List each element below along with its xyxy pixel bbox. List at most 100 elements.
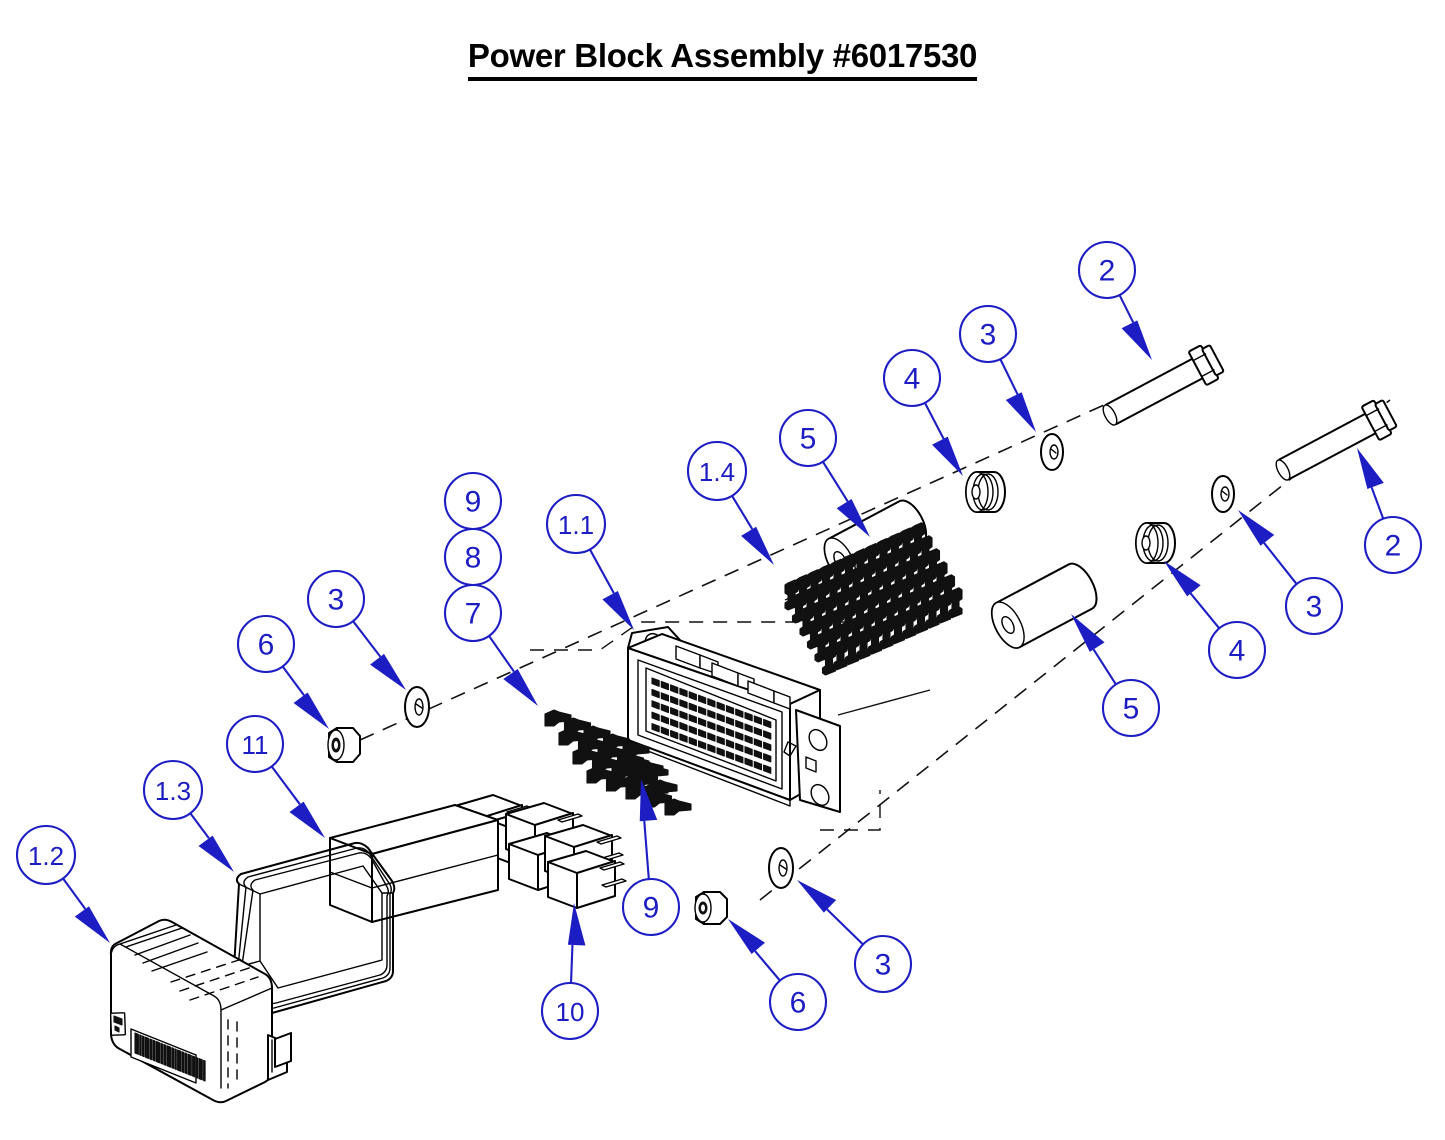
callout-label: 6 [790, 987, 807, 1020]
callout-bubble-1-1[interactable]: 1.1 [545, 493, 607, 555]
callout-leader-line [1118, 294, 1135, 323]
barcode-bar [166, 1045, 172, 1068]
callout-leader-line [1370, 487, 1385, 520]
callout-bubble-3[interactable]: 3 [306, 569, 366, 629]
callout-bubble-2[interactable]: 2 [1077, 240, 1137, 300]
connector-cavity [660, 703, 670, 714]
grooved-bushing-upper [965, 471, 1006, 513]
callout-circle[interactable] [236, 614, 296, 674]
connector-cavity [707, 709, 716, 719]
callout-circle[interactable] [306, 569, 366, 629]
relay-pin [557, 813, 583, 823]
connector-cavity [660, 726, 670, 736]
projection-line-lower [820, 790, 881, 831]
connector-cavity [670, 729, 679, 740]
callout-bubble-1-2[interactable]: 1.2 [15, 824, 77, 886]
callout-circle[interactable] [545, 493, 607, 555]
callout-bubble-7[interactable]: 7 [443, 583, 503, 643]
barcode-bar [163, 1043, 167, 1066]
connector-cavity [735, 731, 744, 741]
callout-bubble-5[interactable]: 5 [778, 408, 838, 468]
callout-bubble-11[interactable]: 11 [225, 714, 285, 774]
connector-cavity [688, 725, 697, 735]
callout-circle[interactable] [1077, 240, 1137, 300]
barcode-bar [155, 1040, 161, 1064]
callout-circle[interactable] [853, 934, 913, 994]
callout-leader-line [189, 812, 210, 839]
callout-circle[interactable] [1101, 678, 1161, 738]
callout-label: 11 [242, 730, 269, 760]
callout-circle[interactable] [225, 714, 285, 774]
flat-washer-upper [1040, 433, 1064, 471]
hex-nut-left [327, 727, 361, 763]
callout-bubble-5[interactable]: 5 [1101, 678, 1161, 738]
callout-circle[interactable] [540, 981, 600, 1041]
connector-cavity [763, 730, 772, 740]
connector-cavity [716, 724, 725, 734]
callout-bubble-6[interactable]: 6 [768, 972, 828, 1032]
callout-circle[interactable] [1363, 515, 1423, 575]
callout-arrowhead [1238, 510, 1275, 546]
insulator-block [329, 804, 499, 923]
callout-bubble-6[interactable]: 6 [236, 614, 296, 674]
callout-circle[interactable] [15, 824, 77, 886]
callout-bubble-4[interactable]: 4 [1207, 620, 1267, 680]
callout-bubble-3[interactable]: 3 [853, 934, 913, 994]
callout-arrowhead [198, 835, 234, 872]
connector-cavity [679, 722, 688, 732]
callout-bubble-9[interactable]: 9 [443, 471, 503, 531]
callout-bubble-3[interactable]: 3 [958, 304, 1018, 364]
connector-cavity [763, 764, 772, 774]
connector-cavity [688, 736, 697, 747]
callout-label: 9 [643, 892, 660, 925]
connector-cavity [735, 708, 744, 718]
connector-cavity [670, 695, 679, 706]
callout-circle[interactable] [882, 348, 942, 408]
callout-circle[interactable] [1207, 620, 1267, 680]
callout-arrowhead [836, 498, 870, 537]
callout-bubble-1-3[interactable]: 1.3 [142, 759, 204, 821]
callout-circle[interactable] [621, 877, 681, 937]
callout-circle[interactable] [958, 304, 1018, 364]
connector-cavity [651, 711, 660, 722]
callout-bubble-1-4[interactable]: 1.4 [686, 440, 748, 502]
callout-bubble-4[interactable]: 4 [882, 348, 942, 408]
relay-module-set [454, 794, 627, 909]
connector-cavity [744, 746, 753, 756]
callout-label: 1.3 [155, 776, 191, 806]
callout-circle[interactable] [142, 759, 204, 821]
barcode-bar [171, 1047, 175, 1069]
enclosure-cover [109, 918, 292, 1104]
callout-bubble-9[interactable]: 9 [621, 877, 681, 937]
terminal-contact-array [784, 522, 963, 676]
connector-cavity [679, 687, 688, 698]
terminal-pin [664, 798, 692, 816]
callout-bubble-10[interactable]: 10 [540, 981, 600, 1041]
connector-cavity [744, 711, 753, 722]
connector-cavity [707, 732, 716, 742]
connector-cavity [670, 684, 679, 694]
callout-bubble-8[interactable]: 8 [443, 527, 503, 587]
barcode-bar [181, 1051, 185, 1074]
flat-washer-left [404, 686, 430, 728]
callout-arrowhead [1164, 561, 1201, 597]
callout-label: 4 [1229, 635, 1246, 668]
connector-cavity [716, 701, 725, 711]
callout-circle[interactable] [686, 440, 748, 502]
barcode-bar [198, 1058, 203, 1081]
callout-leader-line [1092, 648, 1117, 685]
callout-arrowhead [370, 653, 406, 690]
hex-head-bolt-upper [1102, 344, 1225, 426]
callout-circle[interactable] [778, 408, 838, 468]
callout-bubble-3[interactable]: 3 [1284, 576, 1344, 636]
callout-arrowhead [567, 903, 586, 946]
callout-circle[interactable] [768, 972, 828, 1032]
connector-cavity [716, 713, 725, 723]
callout-circle[interactable] [443, 583, 503, 643]
callout-bubble-2[interactable]: 2 [1363, 515, 1423, 575]
barcode-bar [174, 1048, 177, 1071]
callout-leader-line [569, 944, 574, 984]
connector-cavity [697, 706, 707, 716]
callout-circle[interactable] [1284, 576, 1344, 636]
